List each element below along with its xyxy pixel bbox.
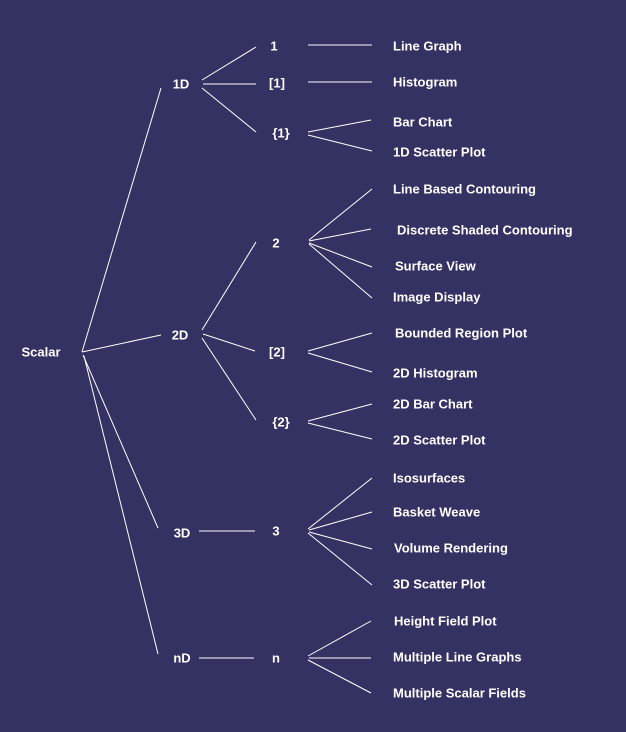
tree-node-3d-scatter-plot: 3D Scatter Plot — [393, 576, 486, 592]
tree-edge — [307, 403, 373, 422]
tree-edge — [308, 228, 372, 242]
tree-node-three: 3 — [272, 523, 280, 539]
tree-node-1d: 1D — [172, 76, 190, 92]
tree-edge — [307, 352, 373, 373]
tree-edge — [307, 659, 372, 694]
tree-edge — [201, 241, 257, 331]
tree-node-discrete-shaded-contouring: Discrete Shaded Contouring — [397, 222, 573, 238]
tree-node-2d: 2D — [171, 327, 189, 343]
tree-node-2d-histogram: 2D Histogram — [393, 365, 478, 381]
tree-node-3d: 3D — [173, 525, 191, 541]
tree-edge — [307, 134, 373, 152]
tree-node-surface-view: Surface View — [395, 258, 476, 274]
tree-edge — [307, 620, 372, 657]
tree-edge — [202, 333, 256, 352]
tree-edge — [307, 332, 373, 352]
tree-edge — [308, 242, 373, 268]
tree-edge — [201, 46, 257, 81]
tree-node-nd: nD — [173, 650, 191, 666]
tree-node-bounded-region-plot: Bounded Region Plot — [395, 325, 528, 341]
tree-node-multiple-line-graphs: Multiple Line Graphs — [393, 649, 522, 665]
tree-node-1d-scatter-plot: 1D Scatter Plot — [393, 144, 486, 160]
tree-edge — [201, 87, 257, 133]
tree-edge — [308, 243, 373, 299]
tree-node-one: 1 — [270, 38, 278, 54]
tree-edge — [308, 531, 373, 550]
tree-node-histogram: Histogram — [393, 74, 458, 90]
tree-node-line-graph: Line Graph — [393, 38, 462, 54]
tree-node-2d-bar-chart: 2D Bar Chart — [393, 396, 473, 412]
tree-node-two-set: {2} — [272, 414, 290, 430]
tree-node-two-list: [2] — [269, 344, 285, 360]
tree-edge — [307, 477, 373, 530]
tree-edge — [83, 355, 159, 655]
tree-node-2d-scatter-plot: 2D Scatter Plot — [393, 432, 486, 448]
tree-node-height-field-plot: Height Field Plot — [394, 613, 497, 629]
tree-node-scalar: Scalar — [21, 344, 61, 360]
tree-edge — [81, 334, 162, 353]
tree-edge — [307, 119, 372, 133]
tree-edge — [201, 337, 257, 421]
tree-edge — [308, 511, 373, 531]
tree-edge — [308, 188, 373, 241]
tree-node-multiple-scalar-fields: Multiple Scalar Fields — [393, 685, 526, 701]
tree-node-basket-weave: Basket Weave — [393, 504, 481, 520]
tree-edge — [81, 87, 162, 353]
tree-node-bar-chart: Bar Chart — [393, 114, 453, 130]
tree-node-line-based-contouring: Line Based Contouring — [393, 181, 536, 197]
tree-node-n-var: n — [272, 650, 280, 666]
tree-node-one-set: {1} — [272, 125, 290, 141]
tree-node-volume-rendering: Volume Rendering — [394, 540, 508, 556]
tree-node-two: 2 — [272, 235, 280, 251]
tree-edge — [307, 422, 373, 440]
tree-edge — [307, 532, 373, 586]
tree-node-one-list: [1] — [269, 75, 285, 91]
tree-node-image-display: Image Display — [393, 289, 481, 305]
tree-node-isosurfaces: Isosurfaces — [393, 470, 466, 486]
tree-edge — [82, 354, 159, 529]
